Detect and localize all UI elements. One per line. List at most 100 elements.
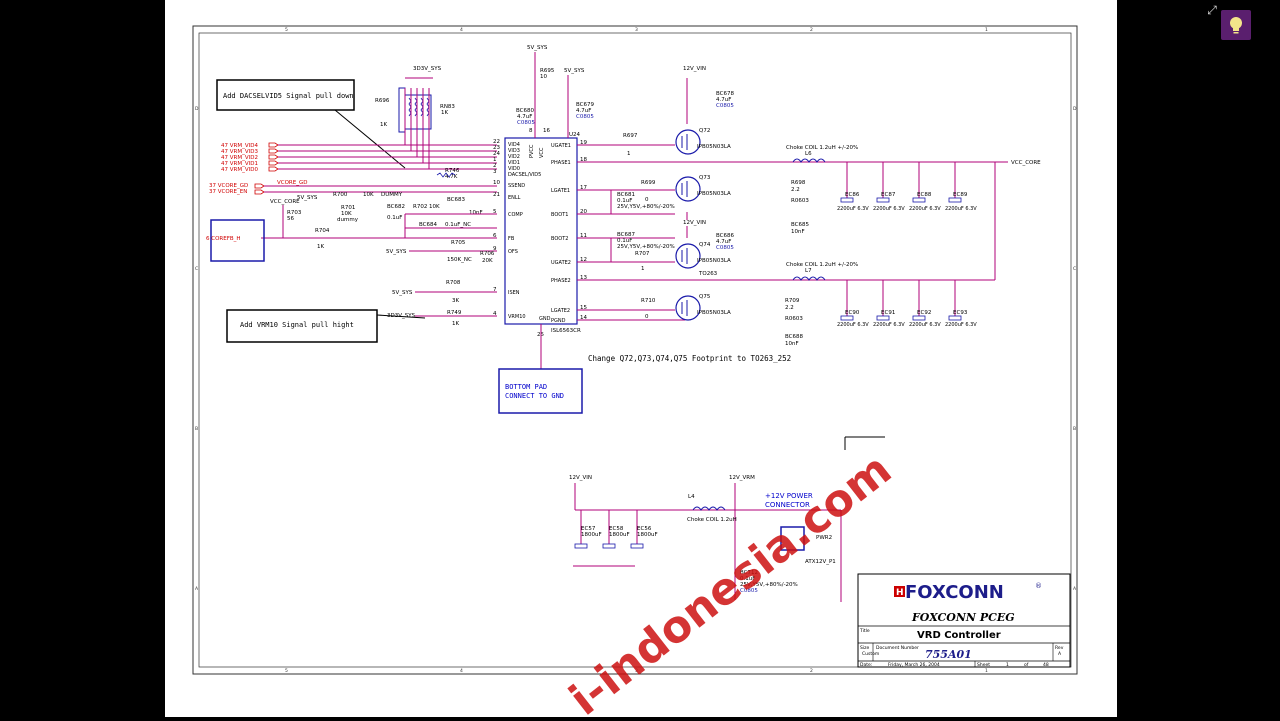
svg-text:755A01: 755A01 [925, 648, 972, 661]
svg-text:Size: Size [860, 645, 869, 651]
r700: R700 10K DUMMY [333, 192, 403, 198]
gate-component-label: 0 [645, 314, 649, 320]
svg-text:R703: R703 [287, 210, 302, 216]
svg-text:48: 48 [1043, 662, 1049, 668]
input-electrolytic-cap [630, 543, 644, 549]
ic-pin-number: 2 [493, 163, 497, 169]
bc712-pkg: C0805 [740, 588, 758, 594]
svg-text:C0805: C0805 [576, 114, 594, 120]
vid-signal-label: 47 VRM_VID4 [221, 143, 258, 149]
ec-val: 2200uF 6.3V [945, 322, 977, 328]
rail-3d3v: 3D3V_SYS [405, 66, 442, 79]
note-bottom-pad: BOTTOM PAD CONNECT TO GND [498, 368, 583, 414]
border-col-label: 1 [985, 668, 988, 674]
ic-pin-name: COMP [508, 212, 523, 218]
border-col-label: 2 [810, 27, 813, 33]
bc685-ref: BC685 [791, 222, 810, 228]
frame-outer [192, 25, 1078, 675]
expand-icon[interactable]: ⤢ [1207, 3, 1217, 17]
svg-text:DUMMY: DUMMY [381, 192, 403, 198]
r698-val: 2.2 [791, 187, 800, 193]
svg-text:ISL6563CR: ISL6563CR [551, 328, 581, 334]
svg-text:BC683: BC683 [447, 197, 466, 203]
border-row-label: C [1073, 266, 1076, 272]
ic-pin-number: 21 [493, 192, 500, 198]
svg-text:A: A [1058, 651, 1062, 657]
ec-ref: EC91 [881, 310, 895, 316]
ofs-network: 5V_SYS R705 150K_NC R706 20K [386, 240, 497, 264]
border-col-label: 4 [460, 27, 463, 33]
mosfet-ref: Q72 [699, 128, 710, 134]
gate-component-label: 25V,Y5V,+80%/-20% [617, 204, 675, 210]
gate-component-label: 25V,Y5V,+80%/-20% [617, 244, 675, 250]
svg-text:R706: R706 [480, 251, 495, 257]
vrm10-network: 3D3V_SYS R749 1K [387, 310, 497, 327]
border-row-label: B [1073, 426, 1076, 432]
ec-val: 2200uF 6.3V [837, 322, 869, 328]
border-row-label: D [1073, 106, 1077, 112]
electrolytic-cap [840, 197, 854, 203]
inductor-l7 [792, 276, 826, 281]
ic-pin-name: VID0 [508, 166, 520, 172]
svg-text:37 VCORE_EN: 37 VCORE_EN [209, 189, 247, 195]
bc712-ref: BC712 [740, 570, 758, 576]
border-col-label: 3 [635, 27, 638, 33]
decoupling-cap-label: BC686 [716, 233, 735, 239]
bc688-ref: BC688 [785, 334, 804, 340]
ec-val: 2200uF 6.3V [837, 206, 869, 212]
gate-component-label: R697 [623, 133, 638, 139]
ic-supply: 5V_SYS R695 10 5V_SYS BC680 4.7uF C0805 … [516, 45, 595, 138]
input-ec-val: 1800uF [581, 532, 602, 538]
ic-pin-number: 15 [580, 305, 587, 311]
lightbulb-icon[interactable] [1221, 10, 1251, 40]
ic-pin-number: 1 [493, 157, 497, 163]
svg-text:R704: R704 [315, 228, 330, 234]
decoupling-cap-label: 4.7uF [716, 97, 731, 103]
svg-text:of: of [1024, 662, 1029, 668]
border-col-label: 1 [985, 27, 988, 33]
ic-top-pin-name: PVCC [529, 144, 535, 158]
ic-pin-name: VID2 [508, 154, 520, 160]
svg-text:CONNECT TO GND: CONNECT TO GND [505, 392, 564, 400]
rail-12v-label: 12V_VIN [683, 220, 706, 226]
r709-val: 2.2 [785, 305, 794, 311]
isen-network: 5V_SYS R708 3K [392, 280, 497, 304]
l6-ref: L6 [805, 151, 812, 157]
svg-text:10K: 10K [363, 192, 374, 198]
gate-component-label: 1 [627, 151, 631, 157]
mosfet-q74 [675, 243, 701, 269]
svg-text:3K: 3K [452, 298, 459, 304]
gate-component-label: BC681 [617, 192, 635, 198]
ec-ref: EC92 [917, 310, 931, 316]
gate-drive-wires: R6971R6990BC6810.1uF25V,Y5V,+80%/-20%BC6… [595, 133, 995, 321]
electrolytic-cap [912, 315, 926, 321]
gate-component-label: R707 [635, 251, 650, 257]
svg-text:FOXCONN: FOXCONN [905, 582, 1004, 603]
ec-ref: EC86 [845, 192, 860, 198]
mosfet-q73 [675, 176, 701, 202]
svg-text:10K: 10K [341, 211, 352, 217]
ec-ref: EC93 [953, 310, 968, 316]
ec-val: 2200uF 6.3V [909, 322, 941, 328]
ic-pin-number: 9 [493, 246, 497, 252]
svg-text:R708: R708 [446, 280, 461, 286]
svg-text:0.1uF: 0.1uF [387, 215, 402, 221]
l7-label: Choke COIL 1.2uH +/-20% [786, 262, 858, 268]
decoupling-cap-label: 4.7uF [716, 239, 731, 245]
ic-pin-name: ENLL [508, 195, 521, 201]
ic-pin-name: VID3 [508, 148, 520, 154]
ic-pin-name: ISEN [508, 290, 520, 296]
ic-pin-number: 3 [493, 169, 497, 175]
svg-text:Friday, March 26, 2004: Friday, March 26, 2004 [888, 662, 940, 668]
decoupling-cap-label: C0805 [716, 103, 734, 109]
vcore-signals: 37 VCORE_GD 37 VCORE_EN VCORE_GD [209, 180, 497, 195]
ic-pin-number: 22 [493, 139, 500, 145]
r696-network: R696 1K RN83 1K [375, 87, 455, 133]
gate-component-label: 0 [645, 197, 649, 203]
ic-pin-name: FB [508, 236, 515, 242]
svg-text:BC684: BC684 [419, 222, 438, 228]
pwr2-ref: PWR2 [816, 535, 832, 541]
border-row-label: A [195, 586, 199, 592]
